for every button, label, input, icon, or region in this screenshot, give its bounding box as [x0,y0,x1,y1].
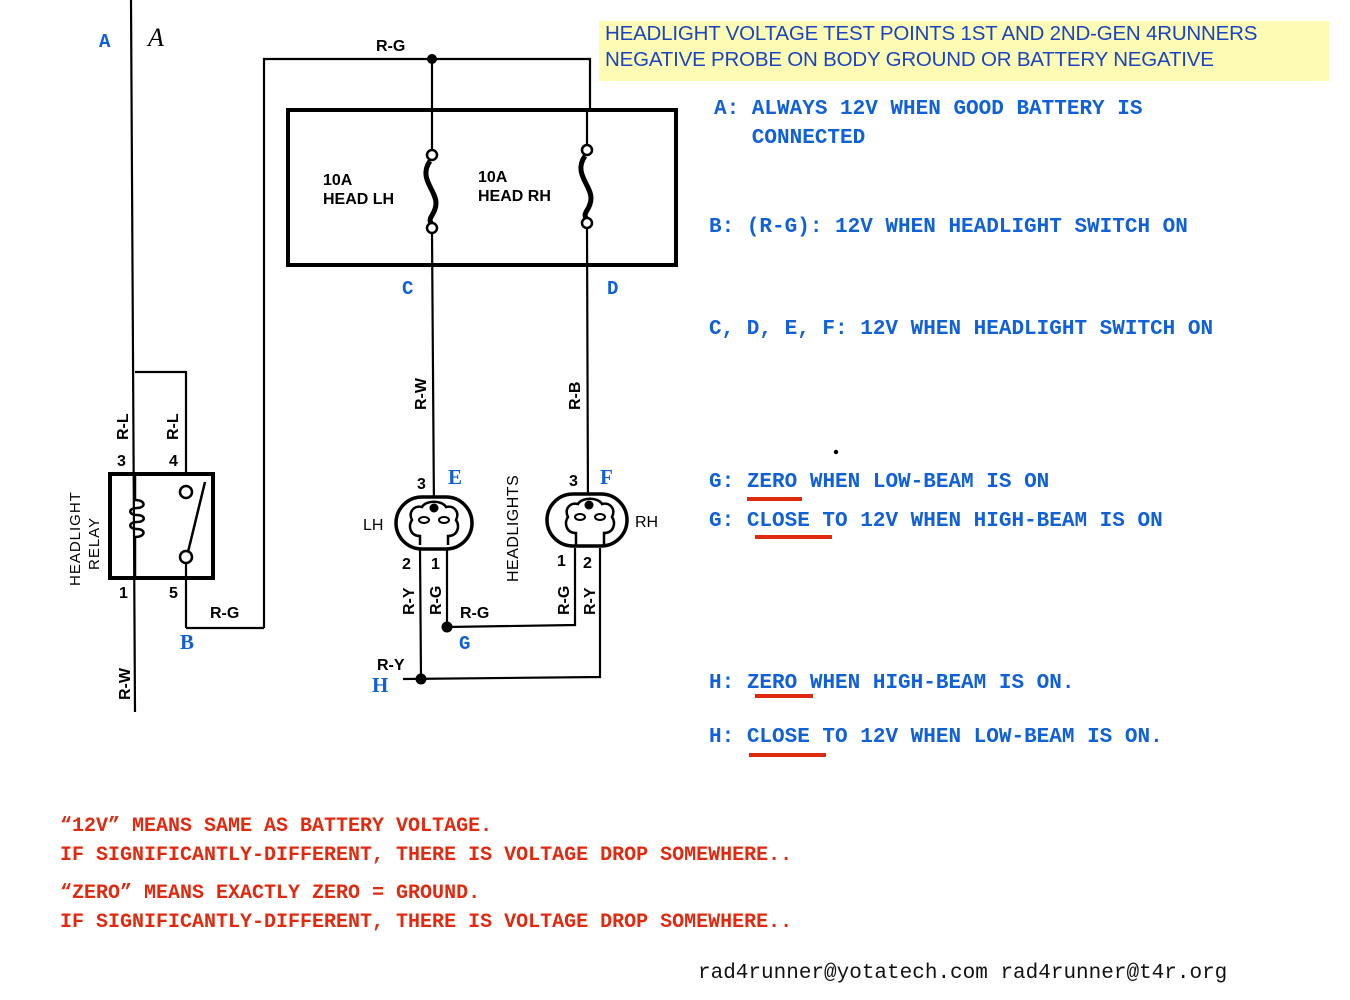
headlight-lh-icon [394,495,474,551]
test-point-c: C [402,278,413,300]
underline-h-zero [755,694,813,698]
definition-12v: “12V” MEANS SAME AS BATTERY VOLTAGE. [60,815,493,838]
relay-name-line1: HEADLIGHT [67,491,84,586]
note-h-close: H: CLOSE TO 12V WHEN LOW-BEAM IS ON. [709,726,1163,749]
wire-label-rl-right: R-L [165,413,182,440]
wire-label-lh-pin2-ry: R-Y [401,587,418,615]
test-point-e: E [448,465,462,489]
note-g-zero-emphasis: ZERO [746,471,798,494]
underline-h-close [749,753,826,757]
title-line-1: HEADLIGHT VOLTAGE TEST POINTS 1ST AND 2N… [605,22,1258,45]
fuse-box [286,108,678,267]
note-h-zero: H: ZERO WHEN HIGH-BEAM IS ON. [709,672,1074,695]
fuse-lh-name: HEAD LH [323,191,394,208]
h-bus-wire [402,548,602,681]
lh-pin2-wire [418,548,423,680]
definition-12v-drop: IF SIGNIFICANTLY-DIFFERENT, THERE IS VOL… [60,844,793,867]
definition-zero-drop: IF SIGNIFICANTLY-DIFFERENT, THERE IS VOL… [60,911,793,934]
author-contact: rad4runner@yotatech.com rad4runner@t4r.o… [698,962,1228,985]
relay-feed-wire [135,370,188,474]
relay-switch-icon [178,481,207,565]
fuse-rh-name: HEAD RH [478,188,551,205]
g-bus-wire [446,548,577,629]
relay-coil-icon [129,474,145,578]
note-g-close-emphasis: CLOSE [746,510,810,533]
note-b: B: (R-G): 12V WHEN HEADLIGHT SWITCH ON [709,216,1188,239]
headlight-rh-pin1: 1 [557,553,566,570]
note-g-zero-rest: WHEN LOW-BEAM IS ON [797,471,1050,494]
wire-label-rh-pin2-ry: R-Y [582,587,599,615]
note-g-close-rest: TO 12V WHEN HIGH-BEAM IS ON [809,510,1163,533]
headlight-lh-name: LH [363,517,383,534]
wire-c-to-e [430,232,436,513]
wire-label-rl-left: R-L [115,413,132,440]
wire-label-lh-pin1-rg: R-G [428,586,445,615]
headlight-lh-pin1: 1 [431,556,440,573]
note-h-close-prefix: H: [709,726,747,749]
definition-zero: “ZERO” MEANS EXACTLY ZERO = GROUND. [60,882,481,905]
note-g-close: G: CLOSE TO 12V WHEN HIGH-BEAM IS ON [709,510,1163,533]
test-point-d: D [607,278,618,300]
note-g-zero-prefix: G: [709,471,747,494]
wire-label-rh-pin1-rg: R-G [556,586,573,615]
headlight-lh-pin2: 2 [402,556,411,573]
note-a-line1: A: ALWAYS 12V WHEN GOOD BATTERY IS [714,98,1143,121]
test-point-b: B [180,630,194,654]
headlight-rh-pin3: 3 [569,473,578,490]
fuse-rh-icon [578,143,594,230]
relay-pin-1: 1 [119,585,128,602]
relay-pin-4: 4 [169,453,178,470]
fuse-lh-rating: 10A [323,172,353,189]
headlight-lh-pin3: 3 [417,476,426,493]
note-h-zero-rest: WHEN HIGH-BEAM IS ON. [797,672,1075,695]
relay-name-line2: RELAY [86,517,103,570]
test-point-f: F [600,465,613,489]
test-point-g: G [459,633,470,655]
note-cdef: C, D, E, F: 12V WHEN HEADLIGHT SWITCH ON [709,318,1214,341]
headlight-rh-icon [545,492,629,548]
wire-label-h-bus-ry: R-Y [377,657,405,674]
fuse-rh-rating: 10A [478,169,508,186]
underline-g-close [755,535,832,539]
test-point-a: A [99,31,111,53]
relay-box [108,472,215,580]
headlight-rh-pin2: 2 [583,555,592,572]
relay-pin-3: 3 [117,453,126,470]
wire-label-top-rg: R-G [376,38,405,55]
note-h-close-rest: TO 12V WHEN LOW-BEAM IS ON. [809,726,1163,749]
relay-pin-5: 5 [169,585,178,602]
junction-dot-h [415,673,427,685]
note-h-zero-emphasis: ZERO [746,672,798,695]
wire-label-g-bus-rg: R-G [460,605,489,622]
headlights-label: HEADLIGHTS [505,475,522,582]
wire-label-rw-ground: R-W [117,667,134,700]
headlight-rh-name: RH [635,514,658,531]
wire-label-rg-relay-out: R-G [210,605,239,622]
wire-label-rw-lh: R-W [413,377,430,410]
wire-label-rb-rh: R-B [567,382,584,410]
underline-g-zero [747,497,802,501]
battery-feed-wire [129,0,137,713]
note-h-close-emphasis: CLOSE [746,726,810,749]
note-g-close-prefix: G: [709,510,747,533]
junction-dot-g [441,621,453,633]
stray-dot [833,449,839,455]
title-banner: HEADLIGHT VOLTAGE TEST POINTS 1ST AND 2N… [599,21,1329,81]
note-a-line2: CONNECTED [714,127,866,150]
source-marker-a: A [146,23,164,52]
note-h-zero-prefix: H: [709,672,747,695]
wire-d-to-f [585,227,590,511]
title-line-2: NEGATIVE PROBE ON BODY GROUND OR BATTERY… [605,48,1214,71]
note-g-zero: G: ZERO WHEN LOW-BEAM IS ON [709,471,1049,494]
fuse-lh-icon [423,148,439,235]
test-point-h: H [372,673,388,697]
